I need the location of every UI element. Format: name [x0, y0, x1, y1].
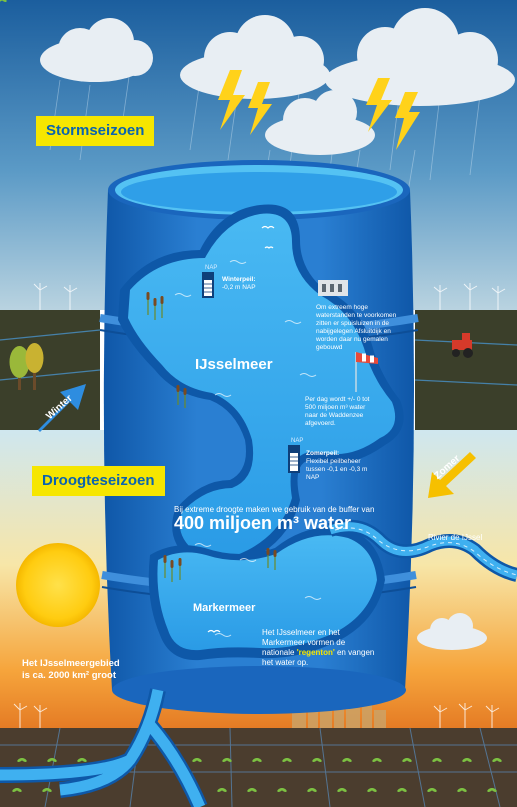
- summer-level-value: Flexibel peilbeheer tussen -0,1 en -0,3 …: [306, 458, 368, 481]
- area-text: Het IJsselmeergebied is ca. 2000 km² gro…: [22, 658, 120, 682]
- winter-level-block: Winterpeil: -0,2 m NAP: [222, 276, 292, 292]
- area-line-2: is ca. 2000 km² groot: [22, 670, 116, 681]
- birds: [207, 225, 275, 633]
- lightning-bolts: [218, 70, 420, 150]
- area-line-1: Het IJsselmeergebied: [22, 658, 120, 669]
- markermeer-label: Markermeer: [193, 602, 256, 614]
- summer-arrow-icon: [428, 452, 476, 498]
- city-skyline: [292, 694, 386, 732]
- winter-arrow-icon: [38, 384, 86, 432]
- summer-level-block: Zomerpeil: Flexibel peilbeheer tussen -0…: [306, 450, 378, 482]
- buffer-amount: 400 miljoen m³ water: [174, 513, 352, 533]
- sluice-icon: [318, 280, 348, 296]
- summer-level-title: Zomerpeil:: [306, 450, 340, 457]
- tractor-icon: [452, 333, 473, 358]
- storm-info-text: Om extreem hoge waterstanden te voorkome…: [316, 304, 397, 351]
- regenton-bold: 'regenton': [296, 648, 335, 657]
- ijsselmeer-label: IJsselmeer: [195, 356, 273, 373]
- wind-turbines: [33, 283, 506, 310]
- nap-tag-winter: NAP: [205, 265, 218, 271]
- regenton-post: en vangen het water op.: [262, 648, 375, 667]
- lakes: [0, 204, 517, 807]
- trees: [9, 343, 44, 390]
- dry-season-banner: Droogteseizoen: [32, 466, 165, 496]
- storm-season-banner: Stormseizoen: [36, 116, 155, 146]
- crops: [0, 0, 503, 793]
- discharge-info-text: Per dag wordt +/- 0 tot 500 miljoen m³ w…: [305, 396, 370, 427]
- nap-tag-summer: NAP: [291, 438, 304, 444]
- buffer-line: Bij extreme droogte maken we gebruik van…: [174, 505, 375, 514]
- windsock-icon: [355, 352, 378, 392]
- regenton-pre: Het IJsselmeer en het Markermeer vormen …: [262, 628, 346, 657]
- winter-level-value: -0,2 m NAP: [222, 284, 256, 291]
- water-level-gauge-winter: [202, 272, 214, 298]
- winter-level-title: Winterpeil:: [222, 276, 256, 283]
- river-label: Rivier de IJssel: [428, 533, 483, 542]
- water-level-gauge-summer: [288, 445, 300, 473]
- regenton-text: Het IJsselmeer en het Markermeer vormen …: [262, 628, 378, 668]
- sun-icon: [16, 543, 100, 627]
